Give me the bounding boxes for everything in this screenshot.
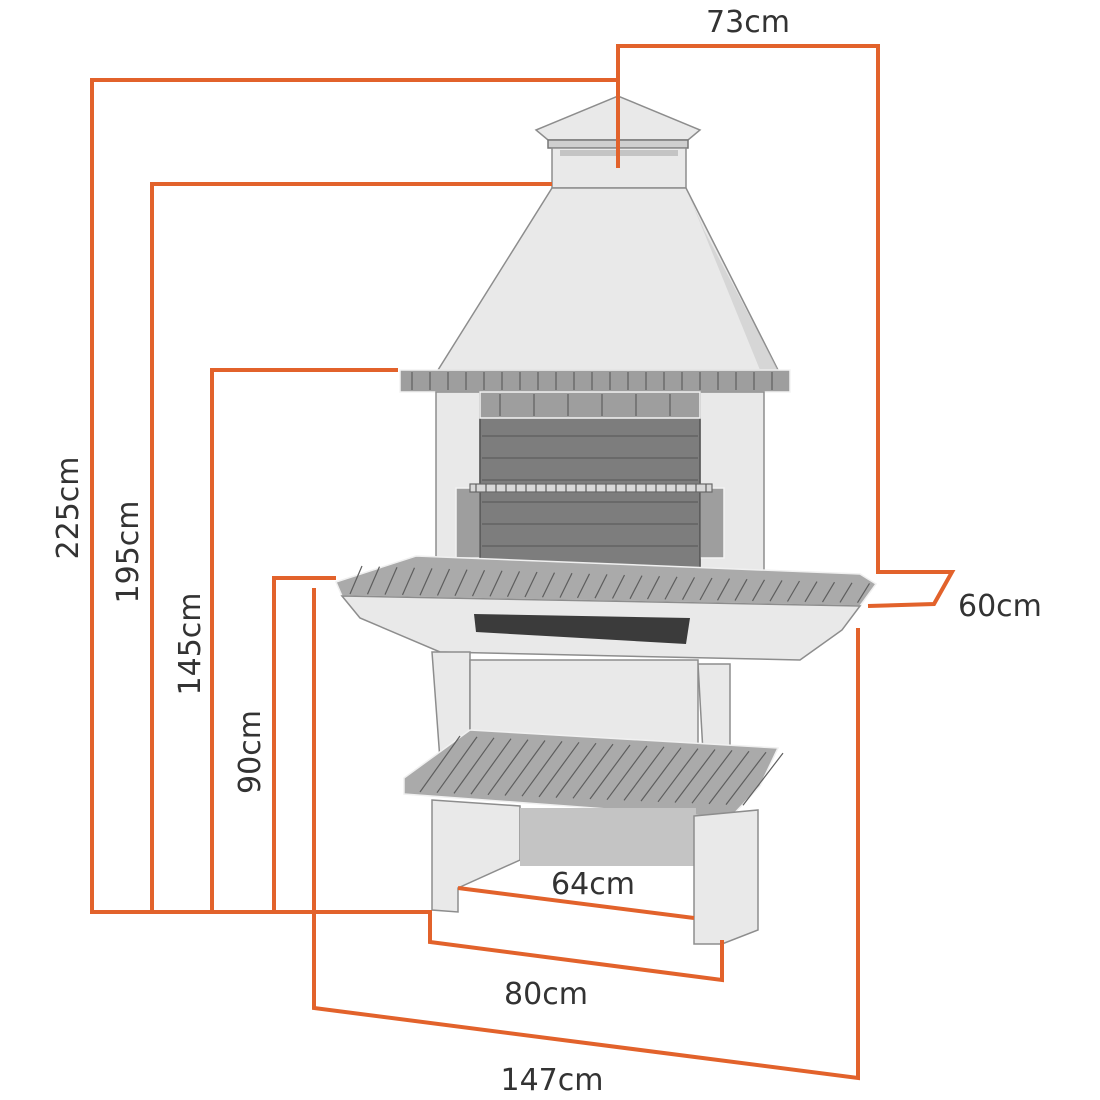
dim-line-90cm — [272, 576, 336, 912]
dim-line-64cm — [457, 886, 695, 920]
base — [431, 799, 759, 945]
ash-drawer-slot — [474, 614, 690, 644]
counter-slat-joint — [594, 574, 608, 599]
counter-slat-joint — [366, 566, 381, 595]
counter-slat-joint — [419, 568, 433, 596]
label-90cm: 90cm — [233, 710, 268, 794]
shelf-slat-joint — [555, 742, 597, 798]
counter-slat-joint — [524, 571, 538, 598]
counter-slat-joint — [611, 574, 626, 599]
shelf-slat-joint — [708, 750, 750, 805]
label-60cm: 60cm — [958, 589, 1042, 624]
label-73cm: 73cm — [706, 5, 790, 40]
dim-line-147cm — [312, 588, 860, 1081]
counter-slat-joint — [751, 579, 766, 602]
shelf-slat-joint — [453, 737, 495, 794]
label-147cm: 147cm — [501, 1063, 604, 1098]
dim-line-225cm — [90, 78, 618, 914]
label-195cm: 195cm — [111, 501, 146, 604]
counter-slat-joint — [786, 580, 801, 602]
label-225cm: 225cm — [51, 457, 86, 560]
counter-slat-joint — [716, 578, 731, 601]
counter-slat-joint — [646, 575, 661, 600]
dimension-labels: 73cm 60cm 225cm 195cm 145cm 90cm 64cm 80… — [51, 5, 1042, 1098]
shelf-slat-joint — [623, 746, 665, 801]
dim-line-80cm — [428, 912, 724, 983]
counter-slat-joint — [576, 573, 591, 599]
shelf-slat-joint — [538, 741, 580, 798]
counter-top — [334, 555, 878, 661]
bottom-shelf — [403, 729, 784, 819]
counter-slat-joint — [839, 582, 853, 603]
counter-slat-joint — [856, 583, 871, 604]
counter-slat-joint — [489, 570, 503, 597]
counter-slat-joint — [769, 580, 783, 602]
counter-slat-joint — [804, 581, 818, 603]
shelf-slat-joint — [725, 751, 767, 805]
counter-slat-joint — [734, 578, 748, 601]
counter-slat-joint — [681, 577, 696, 600]
shelf-slat-joint — [674, 749, 716, 803]
counter-slat-joint — [664, 576, 678, 600]
shelf-slat-joint — [419, 735, 461, 793]
shelf-slat-joint — [640, 747, 682, 802]
label-80cm: 80cm — [504, 977, 588, 1012]
counter-slat-joint — [384, 566, 398, 595]
shelf-slat-joint — [691, 750, 733, 804]
shelf-slat-joint — [657, 748, 699, 803]
counter-slat-joint — [821, 581, 836, 603]
grill-grate — [469, 483, 713, 493]
barbecue-illustration — [334, 95, 878, 945]
dim-line-145cm — [210, 368, 398, 912]
shelf-slat-joint — [572, 743, 614, 799]
counter-slat-joint — [349, 565, 363, 595]
upper-left-pillar — [435, 391, 481, 579]
counter-slat-joint — [401, 567, 416, 596]
shelf-slat-joint — [521, 741, 563, 797]
shelf-slat-joint — [589, 744, 631, 800]
label-145cm: 145cm — [173, 593, 208, 696]
shelf-slat-joint — [487, 739, 529, 796]
shelf-slat-joint — [436, 736, 478, 794]
counter-slat-joint — [506, 571, 521, 597]
shelf-slat-joint — [470, 738, 512, 795]
counter-slat-joint — [541, 572, 556, 598]
dim-line-73cm — [616, 44, 956, 608]
hood — [436, 187, 780, 371]
dim-line-195cm — [150, 182, 552, 912]
shelf-slat-joint — [606, 745, 648, 801]
counter-slat-joint — [629, 575, 643, 600]
dimension-lines — [90, 44, 956, 1081]
counter-slat-joint — [559, 572, 573, 598]
counter-slat-joint — [699, 577, 713, 601]
counter-slat-joint — [471, 569, 486, 597]
hood-brick-ledge — [399, 369, 791, 393]
label-64cm: 64cm — [551, 867, 635, 902]
counter-slat-joint — [454, 569, 468, 597]
shelf-slat-joint — [742, 752, 784, 806]
shelf-slat-joint — [504, 740, 546, 796]
counter-slat-joint — [436, 568, 451, 596]
